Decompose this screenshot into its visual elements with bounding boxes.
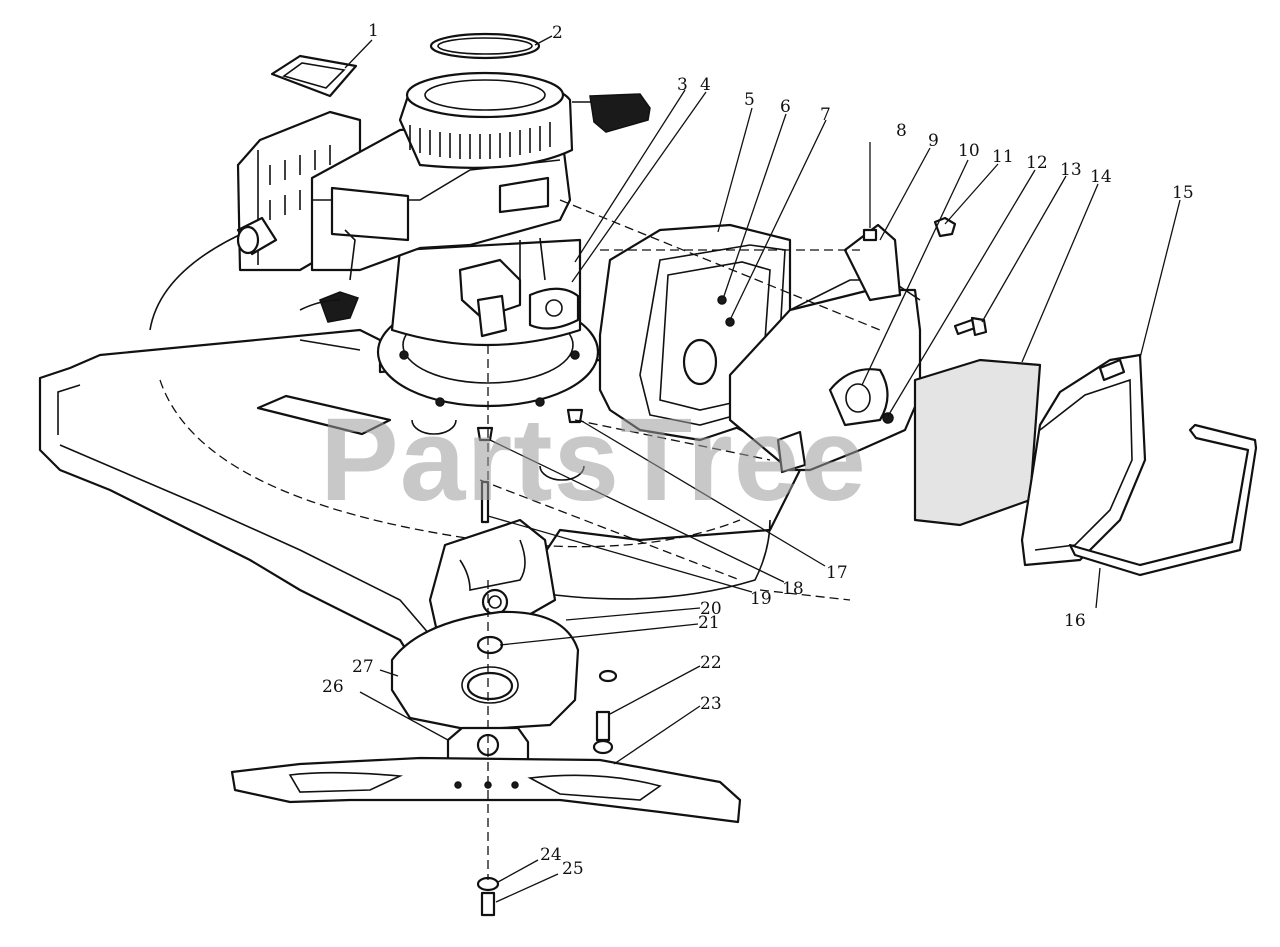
callout-9: 9 (928, 131, 939, 151)
callout-10: 10 (958, 141, 980, 161)
callout-4: 4 (700, 75, 711, 95)
callout-8: 8 (896, 121, 907, 141)
callout-26: 26 (322, 677, 344, 697)
part-1-gasket (270, 54, 358, 98)
callout-5: 5 (744, 90, 755, 110)
part-15-filter-cover (1020, 353, 1147, 567)
callout-15: 15 (1172, 183, 1194, 203)
callout-1: 1 (368, 21, 379, 41)
callout-19: 19 (750, 589, 772, 609)
part-22-bolt (592, 710, 614, 755)
callout-6: 6 (780, 97, 791, 117)
callout-21: 21 (698, 613, 720, 633)
callout-3: 3 (677, 75, 688, 95)
callout-20: 20 (700, 599, 722, 619)
part-14-filter-element (913, 358, 1042, 527)
callout-12: 12 (1026, 153, 1048, 173)
callout-24: 24 (540, 845, 562, 865)
callouts: 1 2 3 4 5 6 7 8 9 10 11 12 13 14 15 16 1 (322, 21, 1194, 903)
part-25-bolt (480, 891, 496, 917)
callout-17: 17 (826, 563, 848, 583)
callout-25: 25 (562, 859, 584, 879)
callout-14: 14 (1090, 167, 1112, 187)
callout-22: 22 (700, 653, 722, 673)
part-2-ring (429, 32, 541, 60)
callout-2: 2 (552, 23, 563, 43)
engine-assembly (236, 71, 651, 408)
callout-27: 27 (352, 657, 374, 677)
callout-18: 18 (782, 579, 804, 599)
watermark: PartsTree (320, 394, 867, 526)
callout-16: 16 (1064, 611, 1086, 631)
callout-7: 7 (820, 105, 831, 125)
part-16-bail-handle (1068, 423, 1258, 577)
assembly-lines (479, 199, 881, 880)
air-cleaner-cover (728, 279, 922, 474)
part-23-blade (230, 756, 742, 824)
part-20-washer (598, 669, 618, 683)
callout-13: 13 (1060, 160, 1082, 180)
part-21-bushing (476, 635, 504, 655)
callout-11: 11 (992, 147, 1014, 167)
callout-23: 23 (700, 694, 722, 714)
